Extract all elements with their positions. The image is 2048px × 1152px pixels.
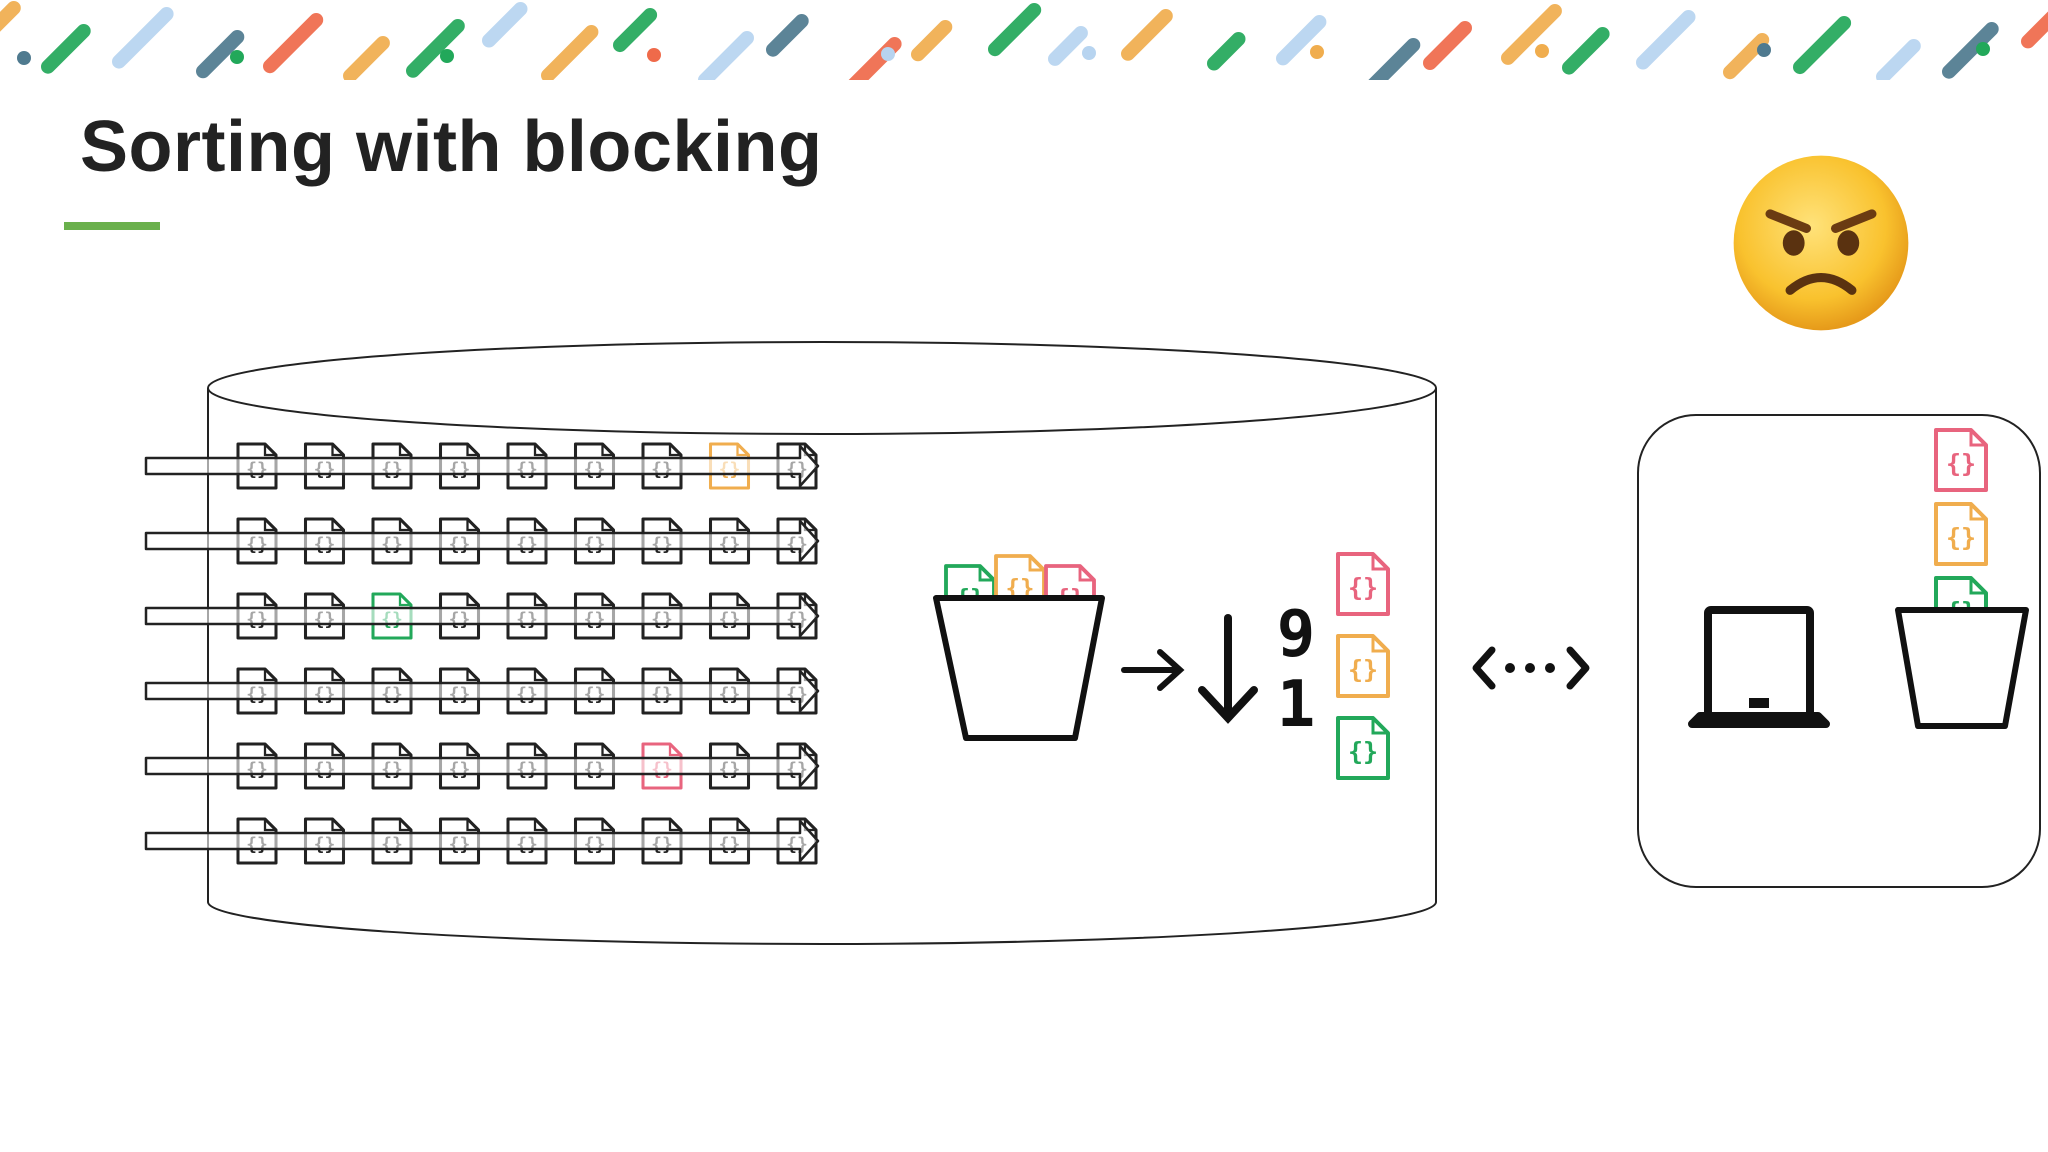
confetti-dot: [440, 49, 454, 63]
scan-arrow: [144, 444, 820, 488]
confetti-stroke: [1368, 38, 1421, 80]
sort-descending-icon: 9 1: [1198, 598, 1316, 742]
confetti-stroke: [541, 25, 599, 80]
sort-bottom-digit: 1: [1277, 668, 1316, 742]
scan-arrow: [144, 594, 820, 638]
confetti-dot: [1310, 45, 1324, 59]
confetti-stroke: [2021, 11, 2048, 49]
confetti-dot: [1976, 42, 1990, 56]
confetti-stroke: [343, 36, 390, 80]
confetti-stroke: [766, 14, 809, 57]
confetti-stroke: [911, 20, 953, 62]
title-underline: [64, 222, 160, 230]
confetti-stroke: [1942, 22, 1999, 79]
svg-text:{}: {}: [1946, 449, 1976, 478]
right-arrow-icon: [1121, 649, 1185, 691]
client-doc-pink-icon: {}: [1934, 428, 1988, 492]
confetti-stroke: [988, 3, 1042, 57]
confetti-stroke: [1636, 10, 1696, 70]
confetti-stroke: [112, 7, 174, 69]
confetti-stroke: [1723, 33, 1770, 80]
confetti-stroke: [1793, 16, 1852, 75]
scan-arrow: [144, 669, 820, 713]
bucket-icon: [933, 595, 1105, 741]
scan-arrows: [144, 444, 820, 863]
client-doc-orange-icon: {}: [1934, 502, 1988, 566]
sort-top-digit: 9: [1277, 598, 1316, 672]
confetti-stroke: [1876, 39, 1921, 80]
scan-arrow: [144, 819, 820, 863]
confetti-dot: [230, 50, 244, 64]
confetti-stroke: [1501, 4, 1562, 65]
svg-text:{}: {}: [1348, 737, 1378, 766]
confetti-stroke: [406, 19, 465, 78]
svg-text:{}: {}: [1946, 523, 1976, 552]
confetti-dot: [647, 48, 661, 62]
confetti-stroke: [1276, 15, 1327, 66]
confetti-stroke: [1562, 27, 1610, 75]
svg-text:{}: {}: [1348, 573, 1378, 602]
confetti-dot: [1082, 46, 1096, 60]
confetti-stroke: [482, 2, 528, 48]
confetti-stroke: [196, 30, 245, 79]
confetti-stroke: [263, 13, 324, 74]
svg-text:{}: {}: [1348, 655, 1378, 684]
confetti-stroke: [698, 31, 754, 80]
scan-arrow: [144, 744, 820, 788]
confetti-stroke: [1423, 21, 1472, 70]
sorted-doc-orange-icon: {}: [1336, 634, 1390, 698]
slide-title: Sorting with blocking: [80, 107, 823, 187]
confetti-stroke: [613, 8, 658, 53]
laptop-icon: [1688, 606, 1830, 728]
confetti-stroke: [1048, 26, 1088, 66]
confetti-dot: [1757, 43, 1771, 57]
scan-arrow: [144, 519, 820, 563]
decorative-confetti-banner: [0, 1, 2048, 80]
confetti-dot: [881, 47, 895, 61]
confetti-dot: [1535, 44, 1549, 58]
sorted-doc-pink-icon: {}: [1336, 552, 1390, 616]
client-documents: {}{}{}: [1934, 428, 1988, 640]
bidirectional-arrow-icon: [1472, 646, 1590, 690]
confetti-stroke: [41, 24, 91, 74]
confetti-stroke: [0, 1, 21, 32]
confetti-stroke: [1207, 32, 1246, 71]
angry-face-icon: [1733, 155, 1909, 331]
confetti-dot: [17, 51, 31, 65]
client-bucket-icon: [1895, 607, 2029, 729]
sorted-results: {} {} {}: [1336, 552, 1390, 780]
confetti-stroke: [1121, 9, 1173, 61]
sorted-doc-green-icon: {}: [1336, 716, 1390, 780]
